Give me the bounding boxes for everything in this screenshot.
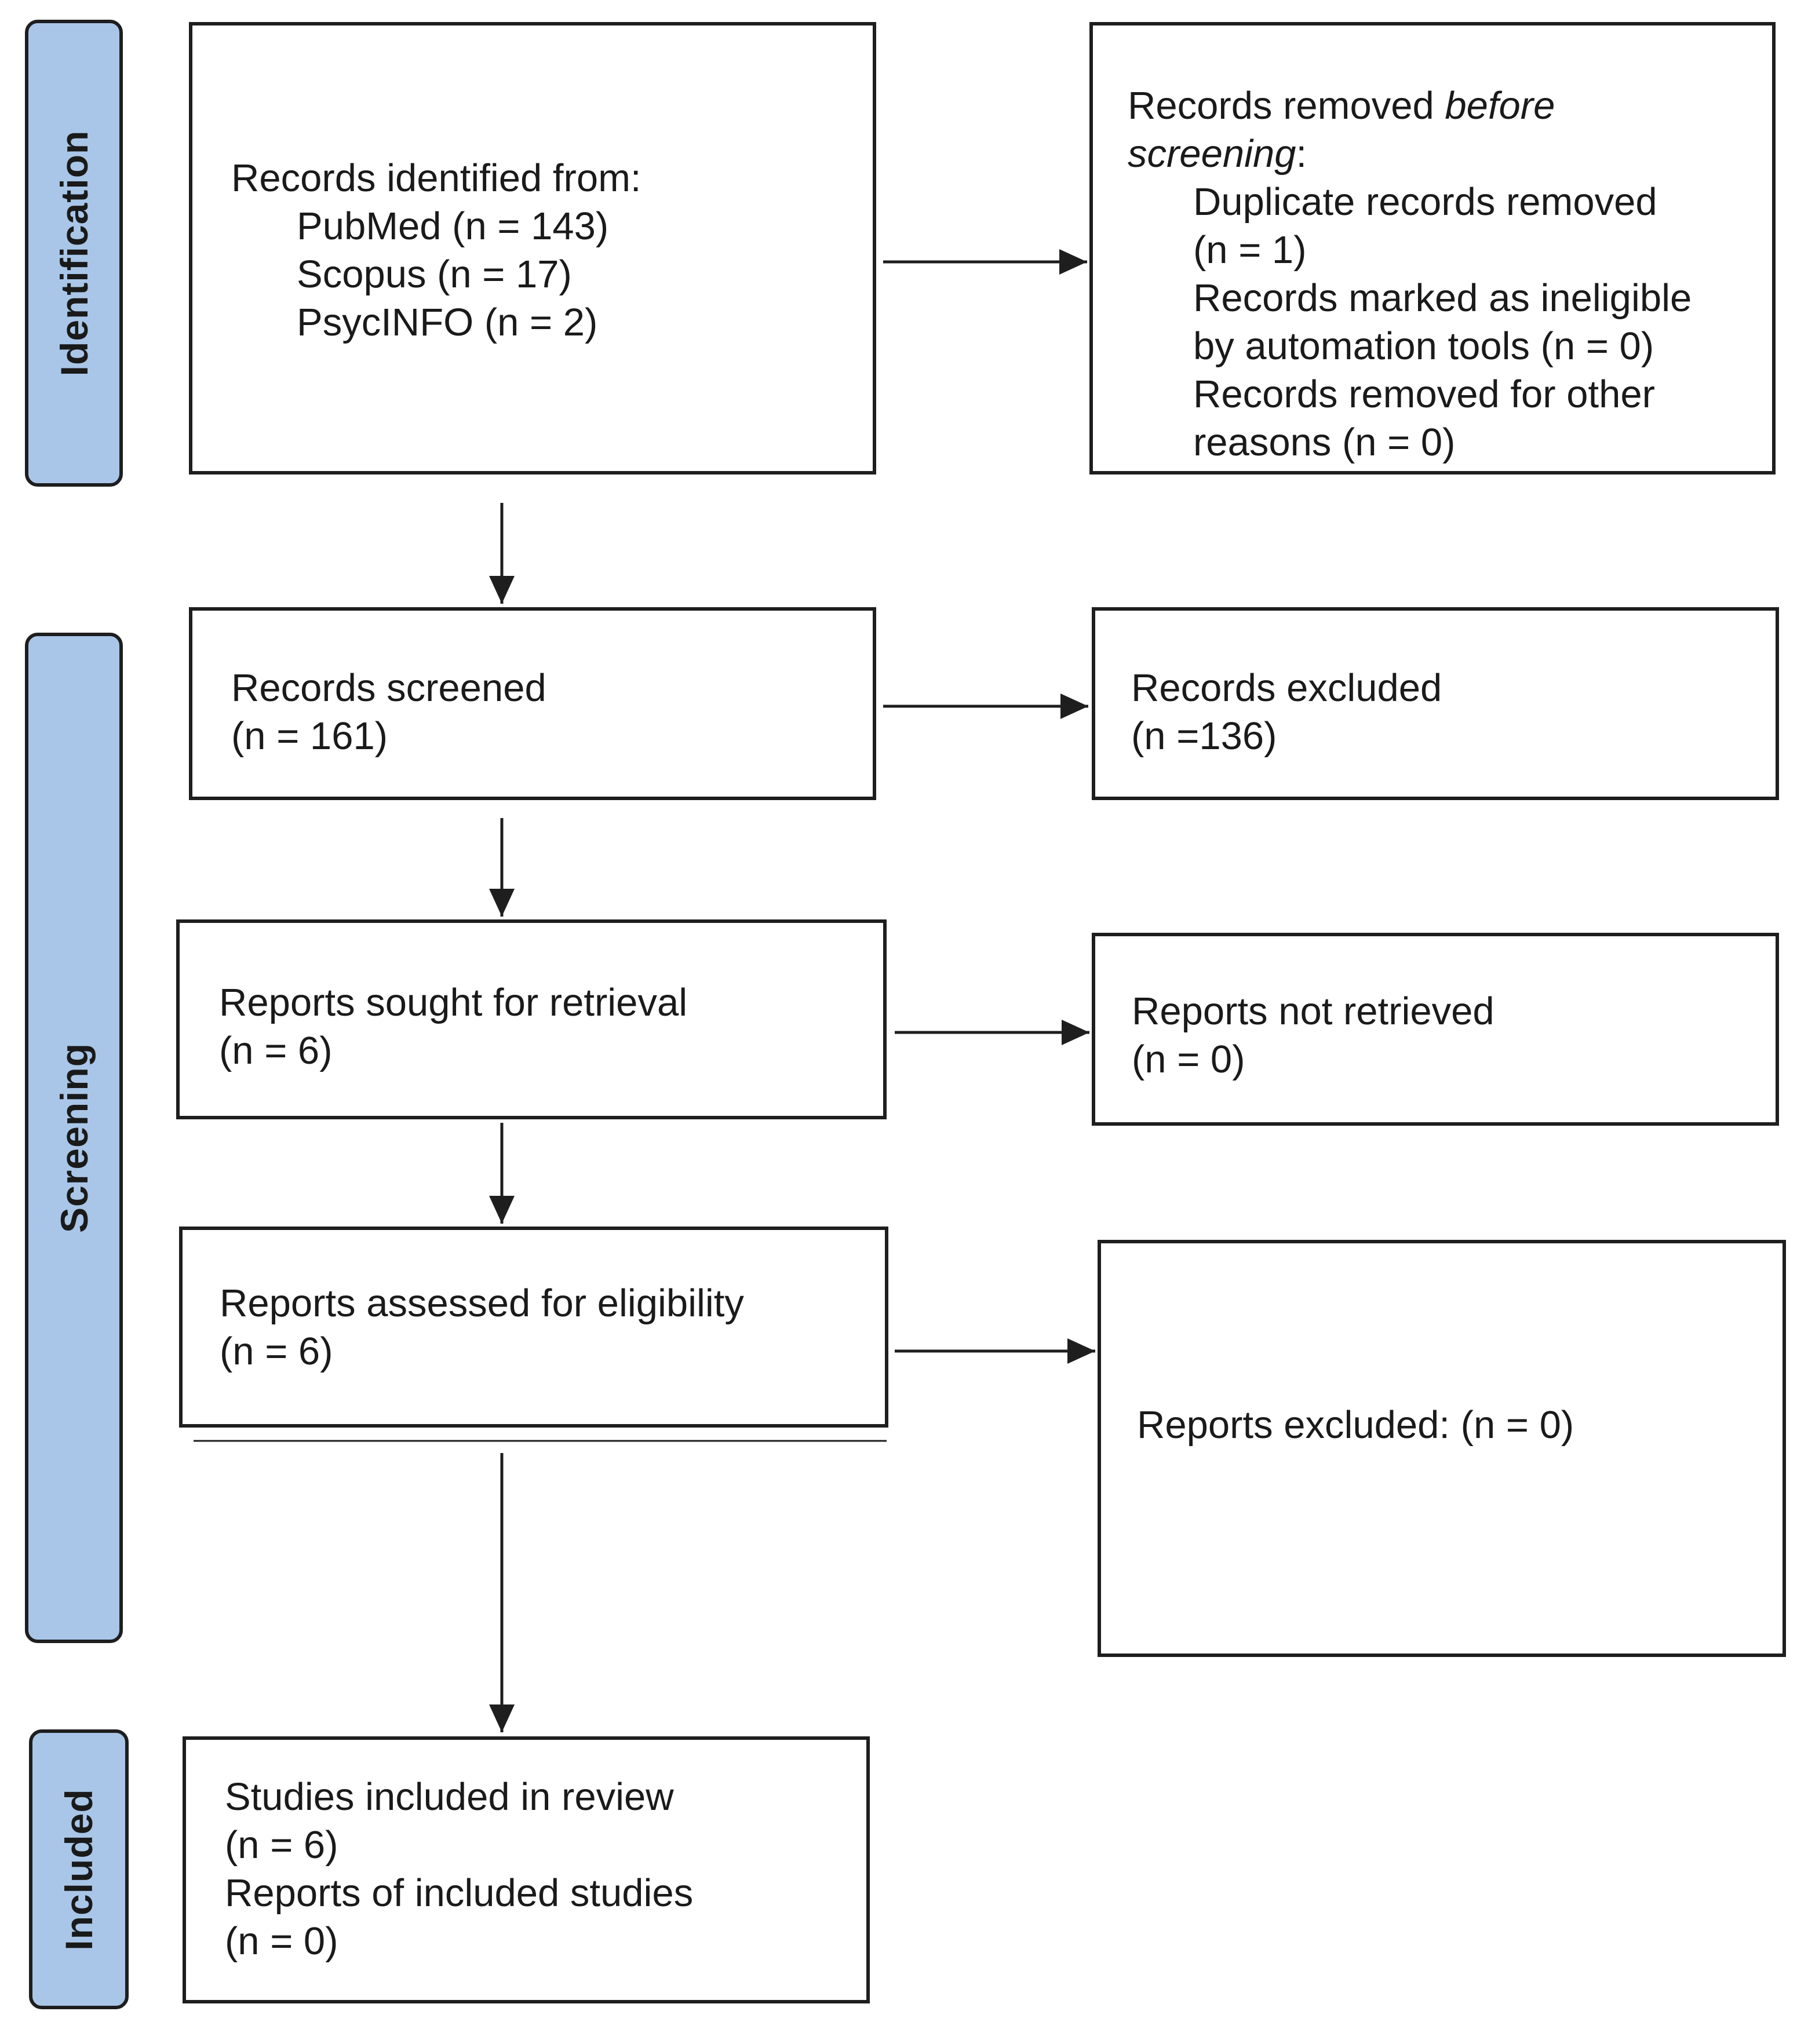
records-excluded-label: Records excluded bbox=[1131, 666, 1442, 710]
reports-included-count: (n = 0) bbox=[225, 1919, 338, 1963]
ineligible-label: Records marked as ineligible bbox=[1193, 276, 1692, 320]
reports-assessed-count: (n = 6) bbox=[220, 1330, 333, 1373]
arrowhead-identified-to-screened bbox=[489, 576, 515, 604]
reports-assessed-box: Reports assessed for eligibility (n = 6) bbox=[179, 1227, 888, 1428]
duplicates-count: (n = 1) bbox=[1193, 228, 1307, 272]
phase-screening: Screening bbox=[25, 633, 123, 1643]
reports-sought-count: (n = 6) bbox=[219, 1029, 333, 1072]
reports-not-retrieved-count: (n = 0) bbox=[1132, 1038, 1245, 1081]
records-screened-box: Records screened (n = 161) bbox=[189, 607, 876, 800]
reports-not-retrieved-label: Reports not retrieved bbox=[1132, 990, 1494, 1033]
arrowhead-screened-to-sought bbox=[489, 889, 515, 917]
source-pubmed: PubMed (n = 143) bbox=[297, 205, 609, 248]
arrowhead-identified-to-removed bbox=[1059, 249, 1087, 275]
reports-sought-label: Reports sought for retrieval bbox=[219, 981, 688, 1024]
records-excluded-count: (n =136) bbox=[1131, 714, 1277, 758]
reports-excluded-box: Reports excluded: (n = 0) bbox=[1098, 1240, 1786, 1657]
arrowhead-sought-to-assessed bbox=[489, 1196, 515, 1224]
records-removed-heading-cont: screening: bbox=[1128, 132, 1307, 176]
studies-included-label: Studies included in review bbox=[225, 1775, 674, 1819]
records-screened-count: (n = 161) bbox=[231, 714, 388, 758]
arrowhead-assessed-to-excluded bbox=[1067, 1338, 1095, 1364]
arrowhead-assessed-to-included bbox=[489, 1704, 515, 1732]
source-scopus: Scopus (n = 17) bbox=[297, 253, 572, 296]
reports-included-label: Reports of included studies bbox=[225, 1871, 694, 1915]
source-psycinfo: PsycINFO (n = 2) bbox=[297, 301, 598, 344]
other-reasons-label: Records removed for other bbox=[1193, 373, 1655, 416]
reports-sought-box: Reports sought for retrieval (n = 6) bbox=[176, 919, 887, 1119]
records-removed-heading: Records removed before bbox=[1128, 84, 1555, 127]
reports-excluded-label: Reports excluded: (n = 0) bbox=[1137, 1403, 1574, 1447]
phase-identification: Identification bbox=[25, 20, 123, 487]
reports-assessed-label: Reports assessed for eligibility bbox=[220, 1282, 744, 1325]
records-removed-box: Records removed before screening: Duplic… bbox=[1089, 22, 1776, 475]
studies-included-box: Studies included in review (n = 6) Repor… bbox=[183, 1736, 870, 2003]
records-identified-heading: Records identified from: bbox=[231, 156, 641, 200]
records-identified-box: Records identified from: PubMed (n = 143… bbox=[189, 22, 876, 475]
studies-included-count: (n = 6) bbox=[225, 1823, 338, 1867]
arrowhead-sought-to-not-retrieved bbox=[1062, 1020, 1089, 1045]
phase-included: Included bbox=[29, 1729, 129, 2009]
ineligible-count: by automation tools (n = 0) bbox=[1193, 324, 1654, 368]
arrowhead-screened-to-excluded bbox=[1060, 694, 1088, 719]
reports-not-retrieved-box: Reports not retrieved (n = 0) bbox=[1092, 933, 1779, 1126]
records-screened-label: Records screened bbox=[231, 666, 546, 710]
other-reasons-count: reasons (n = 0) bbox=[1193, 421, 1456, 464]
duplicates-label: Duplicate records removed bbox=[1193, 180, 1657, 224]
records-excluded-box: Records excluded (n =136) bbox=[1092, 607, 1779, 800]
